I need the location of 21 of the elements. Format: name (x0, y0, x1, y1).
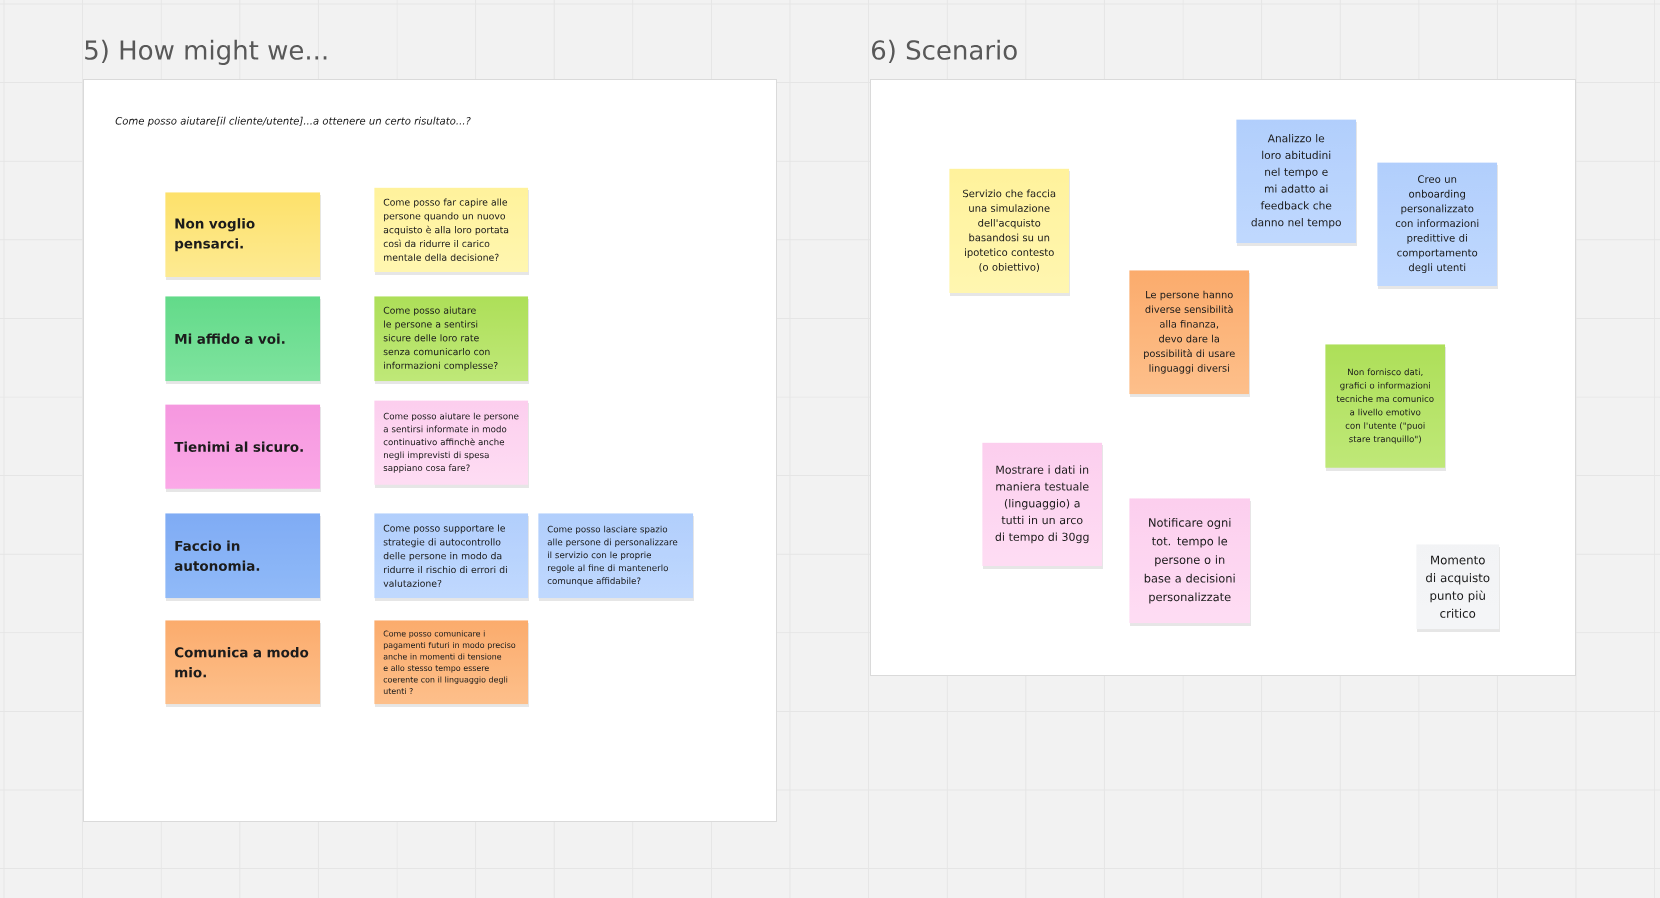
sticky-note: Tienimi al sicuro. (165, 404, 321, 492)
sticky-note: Creo un onboarding personalizzato con informazioni predittive di comportamento degli utenti (1377, 162, 1498, 289)
sticky-note: Come posso aiutare le persone a sentirsi sicure delle loro rate senza comunicarlo con informazioni complesse? (374, 296, 529, 384)
sticky-note: Faccio in autonomia. (165, 513, 321, 601)
sticky-note: Servizio che faccia una simulazione dell'acquisto basandosi su un ipotetico contesto (o obiettivo) (949, 168, 1070, 296)
sticky-note: Notificare ogni tot. tempo le persone o in base a decisioni personalizzate (1129, 498, 1251, 626)
sticky-note: Le persone hanno diverse sensibilità alla finanza, devo dare la possibilità di usare linguaggi diversi (1129, 270, 1250, 397)
sticky-note: Analizzo le loro abitudini nel tempo e mi adatto ai feedback che danno nel tempo (1236, 119, 1357, 246)
sticky-note: Mi affido a voi. (165, 296, 321, 384)
prompt-text: Come posso aiutare[il cliente/utente]...a ottenere un certo risultato...? (115, 116, 471, 127)
section-title: 6) Scenario (872, 39, 1017, 63)
section-title: 5) How might we... (85, 39, 327, 65)
sticky-note: Come posso supportare le strategie di autocontrollo delle persone in modo da ridurre il rischio di errori di valutazione? (374, 513, 529, 601)
sticky-note: Non fornisco dati, grafici o informazioni tecniche ma comunico a livello emotivo con l'utente ("puoi stare tranquillo") (1325, 344, 1446, 471)
sticky-note: Come posso far capire alle persone quando un nuovo acquisto è alla loro portata così da ridurre il carico mentale della decisione? (374, 187, 529, 275)
sticky-note: Comunica a modo mio. (165, 620, 321, 707)
sticky-note: Non voglio pensarci. (165, 192, 321, 280)
sticky-note: Momento di acquisto punto più critico (1416, 544, 1500, 632)
sticky-note: Mostrare i dati in maniera testuale (linguaggio) a tutti in un arco di tempo di 30gg (982, 442, 1103, 569)
sticky-note: Come posso lasciare spazio alle persone di personalizzare il servizio con le proprie regole al fine di mantenerlo comunque affidabile? (538, 513, 694, 601)
sticky-note: Come posso aiutare le persone a sentirsi informate in modo continuativo affinchè anche negli imprevisti di spesa sappiano cosa fare? (374, 400, 529, 488)
